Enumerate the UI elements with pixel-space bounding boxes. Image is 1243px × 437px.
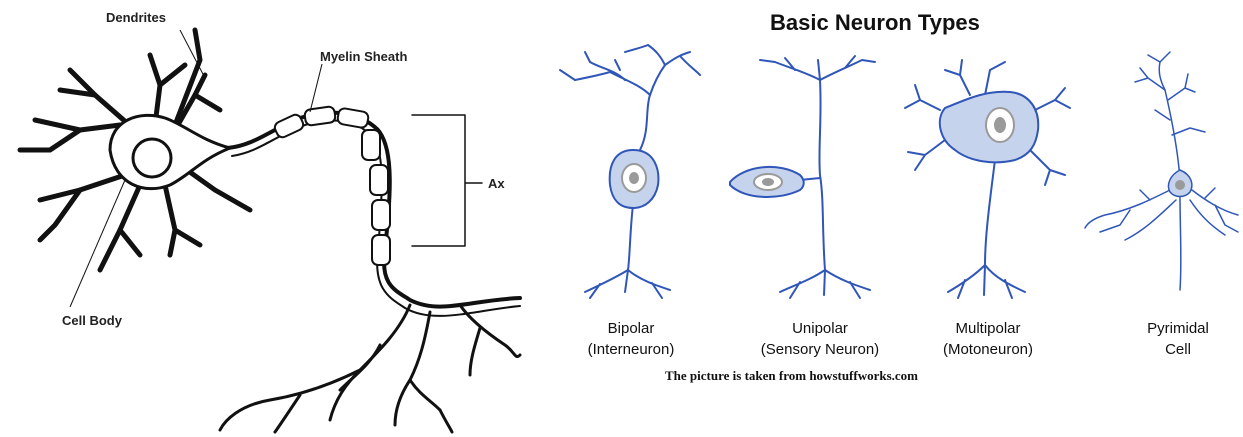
myelin-sheath [273,106,390,265]
figure-title: Basic Neuron Types [770,10,980,35]
myelin-leader [310,64,322,112]
axon-bracket [412,115,482,246]
caption-unipolar-line2: (Sensory Neuron) [761,341,879,358]
label-myelin-sheath: Myelin Sheath [320,49,407,64]
type-captions: Bipolar (Interneuron) Unipolar (Sensory … [588,320,1209,358]
caption-bipolar-line2: (Interneuron) [588,341,675,358]
nucleus [133,139,171,177]
caption-bipolar-line1: Bipolar [608,320,655,337]
multipolar-neuron [905,60,1070,298]
labeled-neuron-diagram: Dendrites Myelin Sheath Ax Cell Body [20,10,520,432]
label-dendrites: Dendrites [106,10,166,25]
caption-pyramidal-line1: Pyrimidal [1147,320,1209,337]
caption-multipolar-line2: (Motoneuron) [943,341,1033,358]
caption-unipolar-line1: Unipolar [792,320,848,337]
source-credit: The picture is taken from howstuffworks.… [665,368,918,383]
cell-body-leader [70,180,125,307]
label-cell-body: Cell Body [62,313,123,328]
axon-terminals [220,305,520,432]
label-axon: Ax [488,176,505,191]
bipolar-neuron [560,45,700,298]
caption-multipolar-line1: Multipolar [955,320,1020,337]
pyramidal-neuron [1085,52,1238,290]
unipolar-neuron [730,56,875,298]
caption-pyramidal-line2: Cell [1165,341,1191,358]
